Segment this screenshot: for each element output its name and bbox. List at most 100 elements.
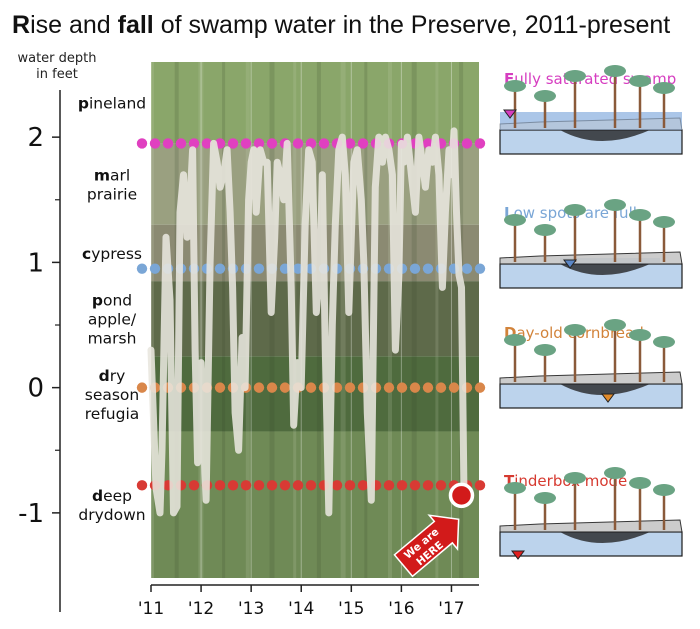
level-dot [357, 480, 369, 491]
level-dot [136, 138, 148, 149]
level-dot [214, 480, 226, 491]
zone-texture [151, 143, 154, 225]
tree-canopy [653, 82, 675, 94]
zone-label: pond [92, 292, 132, 310]
level-dot [396, 382, 408, 393]
level-dot [136, 382, 148, 393]
zone-label: refugia [85, 405, 140, 423]
title-first-letter: R [12, 11, 30, 39]
y-tick-label: -1 [18, 499, 44, 529]
tree-canopy [604, 65, 626, 77]
condition-panel: Tinderbox mode [499, 467, 683, 560]
zone-label: prairie [87, 186, 137, 204]
zone-texture [435, 224, 439, 282]
level-dot [331, 480, 343, 491]
zone-label-initial: p [92, 292, 103, 310]
y-axis-label-line1: water depth [17, 51, 96, 66]
zone-label: marsh [88, 330, 137, 348]
level-dot [188, 138, 200, 149]
level-dot [409, 480, 421, 491]
zone-band [151, 62, 479, 144]
x-tick-label: '14 [288, 599, 314, 619]
x-tick-label: '17 [438, 599, 464, 619]
zone-label: marl [94, 167, 130, 185]
level-dot [188, 480, 200, 491]
level-dot [305, 480, 317, 491]
panel-title-rest: ully saturated swamp [514, 70, 676, 88]
water-depth-line [147, 127, 468, 517]
y-axis: 210-1 [18, 90, 61, 612]
zone-texture [364, 431, 368, 578]
current-position-dot [448, 482, 475, 509]
zone-texture [316, 431, 321, 578]
tree-canopy [564, 70, 586, 82]
level-dot [409, 263, 421, 274]
tree-canopy [653, 484, 675, 496]
zone-texture [293, 143, 297, 225]
level-dot [201, 138, 213, 149]
zone-texture [198, 62, 204, 144]
tree-canopy [534, 90, 556, 102]
level-dot [240, 138, 252, 149]
level-dot [266, 480, 278, 491]
zone-texture [435, 356, 439, 432]
zone-texture [222, 431, 226, 578]
tree-canopy [653, 216, 675, 228]
upland-surface [499, 251, 683, 265]
chart-title: Rise and fall of swamp water in the Pres… [12, 11, 670, 39]
sign-arrow-shape [393, 514, 460, 578]
panel-title-initial: T [504, 472, 515, 490]
zone-texture [293, 431, 297, 578]
level-dot [461, 263, 473, 274]
y-axis-label-line2: in feet [36, 67, 78, 82]
zone-label: deep [92, 487, 132, 505]
level-dot [279, 382, 291, 393]
zone-texture [388, 281, 392, 357]
zone-texture [198, 143, 204, 225]
level-dot [383, 480, 395, 491]
zone-texture [411, 62, 417, 144]
tree-canopy [504, 80, 526, 92]
level-dot [435, 382, 447, 393]
zone-label-rest: arl [110, 167, 130, 185]
zone-texture [222, 281, 226, 357]
zone-texture [340, 431, 346, 578]
zone-texture [411, 431, 417, 578]
tree-canopy [534, 224, 556, 236]
level-dot [409, 382, 421, 393]
zone-texture [316, 356, 321, 432]
level-dot [149, 263, 161, 274]
level-dot [253, 263, 265, 274]
zone-texture [174, 62, 179, 144]
tree-canopy [504, 482, 526, 494]
zone-texture [222, 356, 226, 432]
condition-panel: Low spots are full [499, 199, 683, 289]
y-tick-label: 0 [27, 374, 44, 404]
zone-texture [388, 356, 392, 432]
habitat-zone-labels: pinelandmarlprairiecypresspondapple/mars… [78, 95, 146, 525]
zone-texture [269, 281, 275, 357]
zone-label-initial: p [78, 95, 89, 113]
water-table-marker [563, 259, 577, 269]
level-dot [214, 263, 226, 274]
level-dot [357, 138, 369, 149]
zone-texture [435, 62, 439, 144]
x-tick-label: '12 [188, 599, 214, 619]
panel-title-initial: F [504, 70, 514, 88]
level-dot [227, 480, 239, 491]
zone-texture [198, 281, 204, 357]
level-dot [344, 382, 356, 393]
tree-canopy [564, 324, 586, 336]
level-dot [240, 480, 252, 491]
water-table-marker [511, 550, 525, 560]
zone-texture [269, 356, 275, 432]
zone-label: drydown [78, 506, 145, 524]
level-dot [474, 382, 486, 393]
level-dot [136, 480, 148, 491]
zone-texture [340, 224, 346, 282]
zone-label: pineland [78, 95, 146, 113]
zone-texture [293, 62, 297, 144]
ground-cross-section [499, 263, 683, 289]
condition-panel: Fully saturated swamp [499, 65, 683, 155]
